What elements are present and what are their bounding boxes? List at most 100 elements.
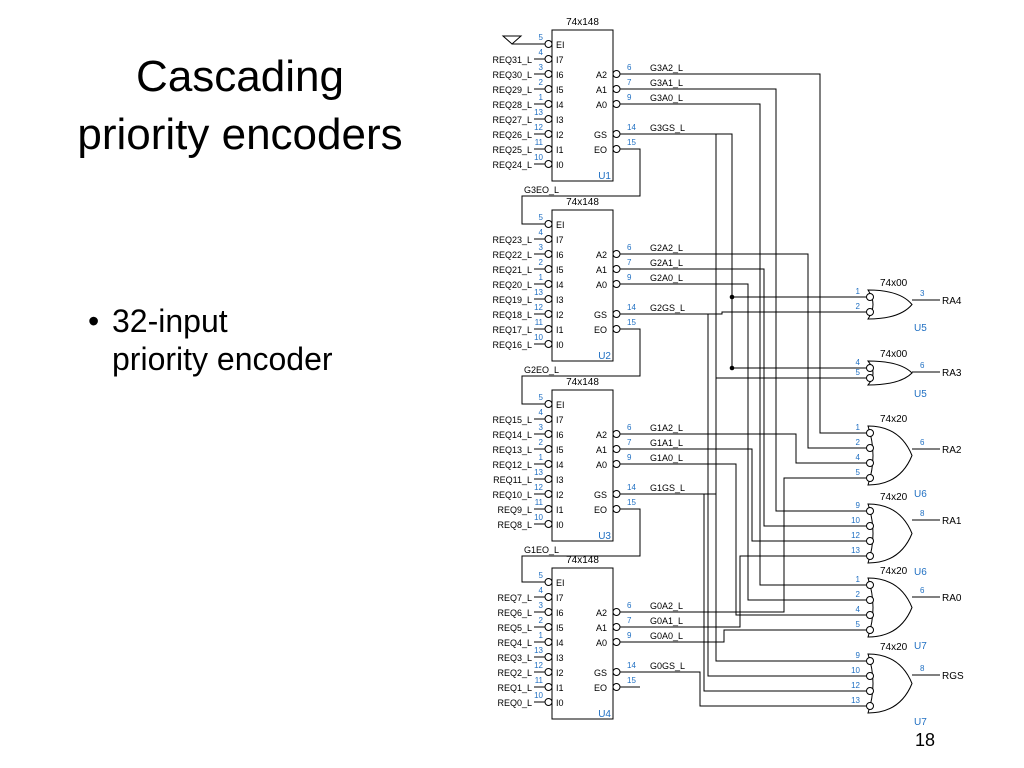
- pin-number: 10: [851, 666, 860, 675]
- pin-name: A2: [596, 250, 607, 260]
- net-ra0-2: [700, 463, 866, 616]
- pin-number: 15: [627, 676, 636, 685]
- pin-name: I3: [556, 475, 564, 485]
- inversion-bubble: [544, 250, 553, 258]
- input-signal-label: REQ8_L: [497, 520, 532, 530]
- junction-dot: [729, 365, 735, 371]
- cascade-signal-label: G3EO_L: [524, 185, 559, 195]
- pin-name: A0: [596, 280, 607, 290]
- inversion-bubble: [544, 235, 553, 243]
- inversion-bubble: [544, 668, 553, 676]
- net-ra2-0: [700, 73, 866, 434]
- output-signal-label: G0A2_L: [650, 601, 683, 611]
- pin-number: 11: [535, 498, 544, 507]
- part-label: 74x148: [566, 555, 599, 566]
- input-signal-label: REQ10_L: [492, 490, 532, 500]
- pin-name: I6: [556, 430, 564, 440]
- pin-name: I4: [556, 460, 564, 470]
- inversion-bubble: [612, 145, 621, 153]
- pin-name: I6: [556, 250, 564, 260]
- input-signal-label: REQ20_L: [492, 280, 532, 290]
- inversion-bubble: [866, 364, 874, 372]
- pin-name: I1: [556, 505, 564, 515]
- pin-number: 11: [535, 138, 544, 147]
- input-signal-label: REQ21_L: [492, 265, 532, 275]
- ref-designator: U6: [914, 567, 927, 578]
- pin-number: 1: [539, 273, 544, 282]
- pin-number: 4: [856, 358, 861, 367]
- inversion-bubble: [866, 374, 874, 382]
- output-signal-label: G1A1_L: [650, 438, 683, 448]
- output-signal-label: G3GS_L: [650, 123, 685, 133]
- ref-designator: U7: [914, 717, 927, 728]
- inversion-bubble: [866, 459, 874, 467]
- output-signal-label: G1A0_L: [650, 453, 683, 463]
- pin-name: GS: [594, 668, 607, 678]
- output-signal-label: RGS: [942, 671, 964, 682]
- pin-number: 1: [856, 575, 861, 584]
- ref-designator: U5: [914, 389, 927, 400]
- input-signal-label: REQ27_L: [492, 115, 532, 125]
- pin-number: 2: [539, 258, 544, 267]
- inversion-bubble: [544, 40, 553, 48]
- pin-number: 3: [539, 601, 544, 610]
- inversion-bubble: [612, 250, 621, 258]
- inversion-bubble: [612, 430, 621, 438]
- net-ra1-2: [700, 448, 866, 542]
- pin-name: I2: [556, 130, 564, 140]
- inversion-bubble: [544, 130, 553, 138]
- pin-number: 5: [539, 571, 544, 580]
- inversion-bubble: [866, 596, 874, 604]
- inversion-bubble: [544, 145, 553, 153]
- input-signal-label: REQ17_L: [492, 325, 532, 335]
- output-signal-label: G0A1_L: [650, 616, 683, 626]
- output-signal-label: G2A2_L: [650, 243, 683, 253]
- output-signal-label: G1A2_L: [650, 423, 683, 433]
- inversion-bubble: [544, 698, 553, 706]
- inversion-bubble: [544, 220, 553, 228]
- pin-number: 11: [535, 676, 544, 685]
- pin-name: I7: [556, 235, 564, 245]
- pin-name: GS: [594, 310, 607, 320]
- input-signal-label: REQ5_L: [497, 623, 532, 633]
- pin-number: 7: [627, 616, 632, 625]
- inversion-bubble: [544, 100, 553, 108]
- inversion-bubble: [544, 160, 553, 168]
- input-signal-label: REQ29_L: [492, 85, 532, 95]
- pin-number: 6: [920, 586, 925, 595]
- pin-number: 6: [920, 361, 925, 370]
- inversion-bubble: [544, 55, 553, 63]
- inversion-bubble: [612, 265, 621, 273]
- inversion-bubble: [866, 293, 874, 301]
- pin-number: 10: [851, 516, 860, 525]
- pin-number: 9: [627, 93, 632, 102]
- pin-number: 12: [534, 303, 543, 312]
- pin-number: 2: [856, 302, 861, 311]
- net-ra2-1: [700, 253, 866, 449]
- pin-name: EO: [594, 145, 607, 155]
- inversion-bubble: [866, 308, 874, 316]
- inversion-bubble: [544, 70, 553, 78]
- inversion-bubble: [612, 310, 621, 318]
- net-ra4-b: [700, 311, 866, 315]
- pin-number: 1: [539, 631, 544, 640]
- pin-number: 14: [627, 123, 636, 132]
- pin-number: 8: [920, 509, 925, 518]
- inversion-bubble: [612, 668, 621, 676]
- net-ra3-b: [700, 377, 866, 495]
- pin-number: 14: [627, 303, 636, 312]
- inversion-bubble: [544, 683, 553, 691]
- pin-name: I2: [556, 490, 564, 500]
- pin-number: 9: [856, 651, 861, 660]
- ref-designator: U7: [914, 641, 927, 652]
- pin-number: 1: [539, 93, 544, 102]
- pin-name: I0: [556, 340, 564, 350]
- chip-body: [551, 567, 614, 720]
- pin-number: 8: [920, 664, 925, 673]
- encoder-u4: 74x148U45EI4I7REQ7_L3I6REQ6_L2I5REQ5_L1I…: [497, 555, 700, 720]
- eo-cascade-wire: [521, 148, 641, 225]
- inversion-bubble: [612, 623, 621, 631]
- title-line-1: Cascading: [136, 52, 344, 101]
